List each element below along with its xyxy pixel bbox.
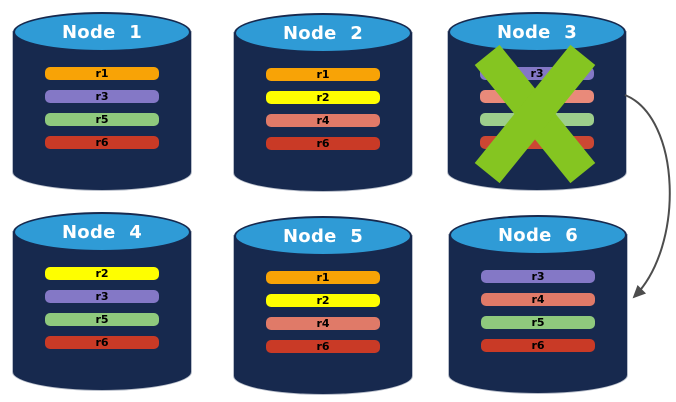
replica-list: r3 r4 r5 r6 [481, 270, 595, 352]
cylinder-top: Node 6 [449, 215, 627, 255]
failover-arrow-path [624, 94, 671, 299]
replica-bar: r3 [45, 90, 159, 103]
node-2: Node 2 r1 r2 r4 r6 [234, 13, 412, 191]
node-title: Node 3 [496, 21, 578, 43]
cylinder-top: Node 2 [234, 13, 412, 53]
replica-bar: r5 [45, 113, 159, 126]
replica-bar: r2 [45, 267, 159, 280]
replica-bar: r2 [266, 91, 380, 104]
cylinder-body [13, 232, 191, 390]
replica-bar: r1 [45, 67, 159, 80]
cylinder-body [13, 32, 191, 190]
replica-bar: r6 [266, 340, 380, 353]
cylinder-top: Node 4 [13, 212, 191, 252]
replica-list: r1 r3 r5 r6 [45, 67, 159, 149]
replica-bar: r6 [266, 137, 380, 150]
node-title: Node 2 [282, 22, 364, 44]
cylinder-top: Node 1 [13, 12, 191, 52]
replica-bar: r5 [45, 313, 159, 326]
node-1: Node 1 r1 r3 r5 r6 [13, 12, 191, 190]
replica-bar: r2 [266, 294, 380, 307]
replica-bar: r6 [45, 136, 159, 149]
replica-bar: r5 [481, 316, 595, 329]
node-title: Node 1 [61, 21, 143, 43]
cylinder-top: Node 3 [448, 12, 626, 52]
replica-bar: r4 [266, 317, 380, 330]
replica-bar: r3 [481, 270, 595, 283]
node-6: Node 6 r3 r4 r5 r6 [449, 215, 627, 393]
replica-bar: r6 [481, 339, 595, 352]
cylinder-top: Node 5 [234, 216, 412, 256]
node-5: Node 5 r1 r2 r4 r6 [234, 216, 412, 394]
node-4: Node 4 r2 r3 r5 r6 [13, 212, 191, 390]
node-title: Node 5 [282, 225, 364, 247]
replica-bar: r4 [481, 293, 595, 306]
node-title: Node 6 [497, 224, 579, 246]
node-3: Node 3 r3 [448, 12, 626, 190]
replica-bar: r1 [266, 68, 380, 81]
replica-list: r1 r2 r4 r6 [266, 271, 380, 353]
replica-list: r1 r2 r4 r6 [266, 68, 380, 150]
replica-bar: r1 [266, 271, 380, 284]
node-title: Node 4 [61, 221, 143, 243]
replica-list: r2 r3 r5 r6 [45, 267, 159, 349]
replica-bar: r4 [266, 114, 380, 127]
replica-bar: r6 [45, 336, 159, 349]
cylinder-body [234, 33, 412, 191]
cylinder-body [449, 235, 627, 393]
cylinder-body [234, 236, 412, 394]
replica-bar: r3 [45, 290, 159, 303]
